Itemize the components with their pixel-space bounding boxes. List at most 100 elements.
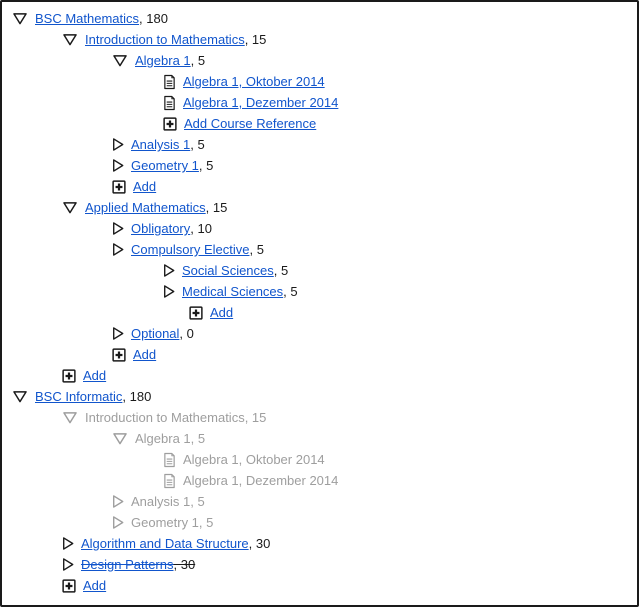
tree-row: Geometry 1 , 5 — [2, 512, 637, 533]
tree-row: Algebra 1, Dezember 2014 — [2, 92, 637, 113]
tree-item-link[interactable]: Geometry 1 — [131, 158, 199, 173]
expand-arrow-icon[interactable] — [12, 390, 28, 403]
collapse-arrow-icon[interactable] — [112, 137, 124, 152]
document-icon — [163, 452, 176, 468]
tree-row: Medical Sciences , 5 — [2, 281, 637, 302]
tree-row: Algebra 1, Dezember 2014 — [2, 470, 637, 491]
tree-item-count: , 15 — [244, 410, 267, 425]
collapse-arrow-icon — [112, 515, 124, 530]
tree-item-count: , 0 — [179, 326, 194, 341]
tree-item-label: Geometry 1 — [131, 515, 199, 530]
tree-item-link[interactable]: BSC Mathematics — [35, 11, 140, 26]
tree-row: Analysis 1 , 5 — [2, 134, 637, 155]
tree-row: BSC Informatic , 180 — [2, 386, 637, 407]
expand-arrow-icon[interactable] — [62, 33, 78, 46]
tree-row: Analysis 1 , 5 — [2, 491, 637, 512]
tree-row: Geometry 1 , 5 — [2, 155, 637, 176]
tree-item-link[interactable]: Design Patterns — [81, 557, 174, 572]
add-icon[interactable] — [62, 369, 76, 383]
collapse-arrow-icon[interactable] — [163, 263, 175, 278]
tree-item-label: Algebra 1, Dezember 2014 — [183, 473, 339, 488]
tree-item-link[interactable]: Algorithm and Data Structure — [81, 536, 249, 551]
tree-row: Add — [2, 575, 637, 596]
tree-item-count: , 15 — [205, 200, 228, 215]
tree-item-count: , 180 — [139, 11, 168, 26]
tree-item-link[interactable]: Add — [83, 368, 107, 383]
document-icon — [163, 74, 176, 90]
tree-item-link[interactable]: Algebra 1, Dezember 2014 — [183, 95, 339, 110]
document-icon — [163, 473, 176, 489]
collapse-arrow-icon[interactable] — [112, 158, 124, 173]
tree-item-count: , 10 — [190, 221, 212, 236]
tree-item-count: , 5 — [249, 242, 264, 257]
tree-item-link[interactable]: Add — [133, 179, 157, 194]
tree-item-label: Introduction to Mathematics — [85, 410, 245, 425]
collapse-arrow-icon[interactable] — [112, 221, 124, 236]
collapse-arrow-icon[interactable] — [62, 536, 74, 551]
tree-row: Optional , 0 — [2, 323, 637, 344]
tree-item-link[interactable]: Introduction to Mathematics — [85, 32, 245, 47]
tree-row: Add — [2, 302, 637, 323]
collapse-arrow-icon[interactable] — [62, 557, 74, 572]
tree-item-count: , 5 — [198, 515, 214, 530]
tree-item-count: , 5 — [273, 263, 289, 278]
add-icon[interactable] — [163, 117, 177, 131]
tree-item-count: , 5 — [190, 494, 205, 509]
collapse-arrow-icon — [112, 494, 124, 509]
expand-arrow-icon — [112, 432, 128, 445]
collapse-arrow-icon[interactable] — [112, 326, 124, 341]
tree-item-label: Algebra 1, Oktober 2014 — [183, 452, 325, 467]
tree-item-count: , 180 — [122, 389, 152, 404]
tree-item-link[interactable]: Optional — [131, 326, 180, 341]
tree-item-count: , 5 — [283, 284, 298, 299]
tree-row: Add — [2, 365, 637, 386]
tree-row: Algebra 1 , 5 — [2, 428, 637, 449]
tree-row: Algorithm and Data Structure , 30 — [2, 533, 637, 554]
expand-arrow-icon[interactable] — [112, 54, 128, 67]
expand-arrow-icon[interactable] — [62, 201, 78, 214]
tree-item-link[interactable]: Algebra 1, Oktober 2014 — [183, 74, 325, 89]
tree-row: Design Patterns , 30 — [2, 554, 637, 575]
tree-row: Obligatory , 10 — [2, 218, 637, 239]
tree-item-count: , 5 — [190, 53, 206, 68]
tree-item-link[interactable]: Analysis 1 — [131, 137, 191, 152]
tree-item-link[interactable]: Add — [210, 305, 234, 320]
tree-row: Add Course Reference — [2, 113, 637, 134]
document-icon — [163, 95, 176, 111]
add-icon[interactable] — [62, 579, 76, 593]
tree-item-label: Algebra 1 — [135, 431, 191, 446]
tree-item-count: , 15 — [244, 32, 267, 47]
tree-item-link[interactable]: BSC Informatic — [35, 389, 123, 404]
tree-row: Social Sciences , 5 — [2, 260, 637, 281]
tree-item-link[interactable]: Add — [133, 347, 157, 362]
tree-item-link[interactable]: Compulsory Elective — [131, 242, 250, 257]
tree-row: Applied Mathematics , 15 — [2, 197, 637, 218]
tree-item-link[interactable]: Social Sciences — [182, 263, 274, 278]
tree-item-link[interactable]: Applied Mathematics — [85, 200, 206, 215]
collapse-arrow-icon[interactable] — [112, 242, 124, 257]
collapse-arrow-icon[interactable] — [163, 284, 175, 299]
tree-item-link[interactable]: Obligatory — [131, 221, 191, 236]
tree-row: BSC Mathematics , 180 — [2, 8, 637, 29]
tree-row: Algebra 1, Oktober 2014 — [2, 449, 637, 470]
tree-item-link[interactable]: Add Course Reference — [184, 116, 317, 131]
tree-row: Algebra 1 , 5 — [2, 50, 637, 71]
tree-row: Algebra 1, Oktober 2014 — [2, 71, 637, 92]
tree-row: Compulsory Elective , 5 — [2, 239, 637, 260]
tree-item-link[interactable]: Medical Sciences — [182, 284, 284, 299]
add-icon[interactable] — [189, 306, 203, 320]
expand-arrow-icon[interactable] — [12, 12, 28, 25]
tree-row: Introduction to Mathematics , 15 — [2, 29, 637, 50]
tree-item-count: , 5 — [198, 158, 214, 173]
tree-item-label: Analysis 1 — [131, 494, 191, 509]
tree-row: Add — [2, 176, 637, 197]
tree-row: Introduction to Mathematics , 15 — [2, 407, 637, 428]
tree-item-count: , 5 — [190, 137, 205, 152]
tree-item-link[interactable]: Algebra 1 — [135, 53, 191, 68]
tree-item-link[interactable]: Add — [83, 578, 107, 593]
add-icon[interactable] — [112, 348, 126, 362]
add-icon[interactable] — [112, 180, 126, 194]
tree-item-count: , 5 — [190, 431, 206, 446]
expand-arrow-icon — [62, 411, 78, 424]
